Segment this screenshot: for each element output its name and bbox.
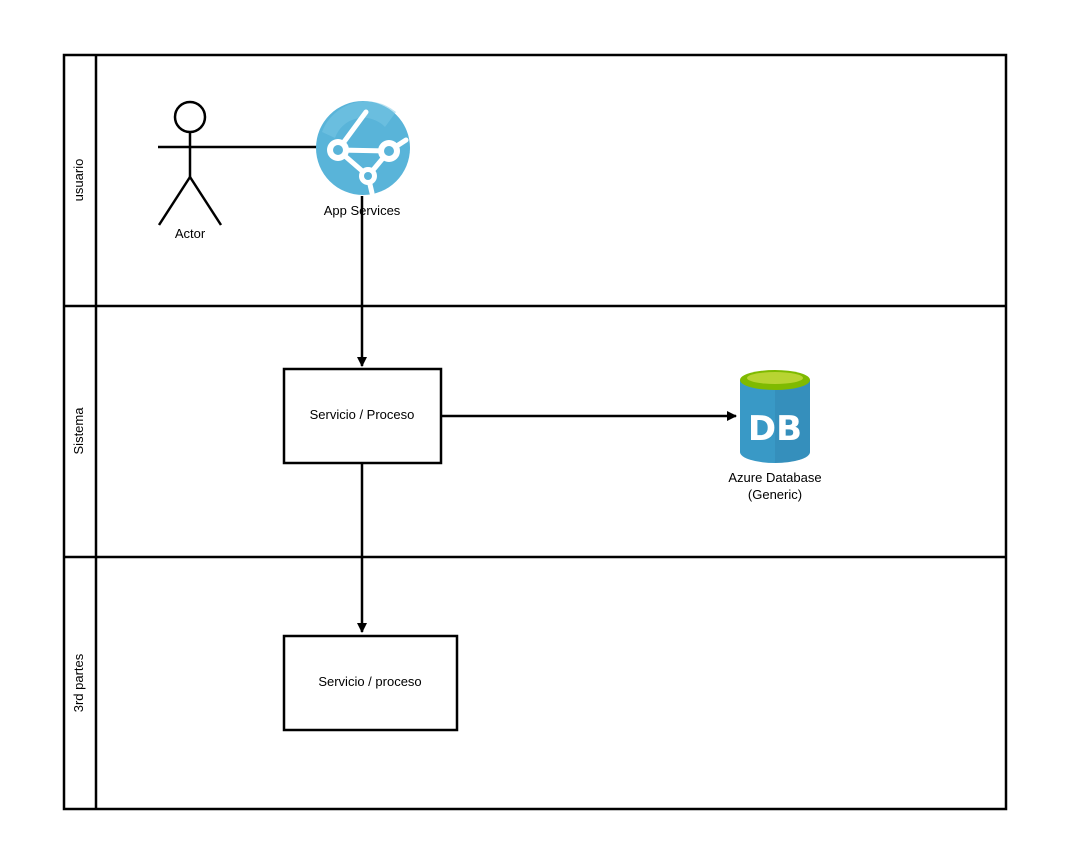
servicio-proceso-3rd-label: Servicio / proceso xyxy=(318,674,421,689)
azure-database-label-line1: Azure Database xyxy=(728,470,821,485)
database-icon-text: DB xyxy=(748,409,802,449)
azure-database-label-line2: (Generic) xyxy=(748,487,802,502)
servicio-proceso-3rd-box[interactable] xyxy=(282,634,459,732)
lane-label-sistema: Sistema xyxy=(71,407,86,455)
actor-label: Actor xyxy=(175,226,206,241)
pool-frame xyxy=(62,53,1008,811)
lane-label-3rd-partes: 3rd partes xyxy=(71,653,86,712)
azure-app-services-icon[interactable] xyxy=(316,101,410,196)
lane-label-usuario: usuario xyxy=(71,159,86,202)
azure-database-icon[interactable]: DB xyxy=(740,370,810,463)
servicio-proceso-label: Servicio / Proceso xyxy=(310,407,415,422)
actor-icon[interactable] xyxy=(157,100,223,226)
